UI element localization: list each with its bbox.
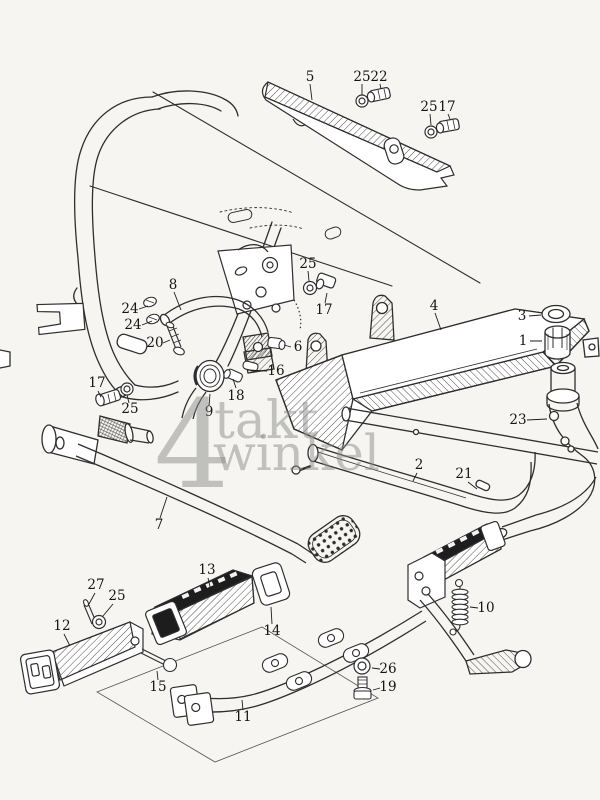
pin-21: [475, 479, 491, 492]
callout-2: 2: [415, 457, 424, 473]
callout-9: 9: [205, 404, 214, 420]
plate-part14: [251, 562, 291, 606]
callout-labels: 5 25 22 25 17 8 24 24 20 25 17 4 3 1 6 1…: [53, 69, 527, 725]
engine-mount-plate: [217, 244, 302, 331]
screw-24-upper: [143, 296, 157, 308]
callout-25-e: 25: [108, 588, 125, 604]
bar-bracket: [169, 684, 215, 726]
washer-25-left: [120, 382, 134, 396]
nut-6: [267, 336, 286, 351]
main-stand-part23: [490, 337, 600, 542]
footrest-rubber-part13: [145, 569, 255, 646]
bolt-17-top-right: [435, 118, 460, 134]
bolt-17-mid: [315, 272, 337, 290]
mount-tabs: [261, 628, 370, 691]
footrest-bar-part2: [291, 443, 536, 514]
stand-spring-part10: [449, 578, 469, 636]
callout-7: 7: [155, 517, 164, 533]
callout-13: 13: [198, 562, 215, 578]
callout-27: 27: [87, 577, 104, 593]
callout-26: 26: [379, 661, 396, 677]
callout-17-b: 17: [315, 302, 332, 318]
pin-20: [165, 321, 185, 356]
callout-22: 22: [370, 69, 387, 85]
washer-part3: [541, 304, 571, 324]
leader-lines: [63, 83, 548, 711]
bolt-17-left: [95, 389, 122, 407]
callout-16: 16: [267, 363, 284, 379]
brake-pedal-part7: [41, 415, 361, 564]
callout-17-a: 17: [438, 99, 455, 115]
callout-10: 10: [477, 600, 494, 616]
callout-23: 23: [509, 412, 526, 428]
washer-25-bottom: [91, 614, 107, 630]
callout-14: 14: [263, 623, 280, 639]
callout-20: 20: [146, 335, 163, 351]
stand-bracket: [407, 552, 446, 609]
callout-8: 8: [169, 277, 178, 293]
chain-guard-part5: [261, 81, 455, 191]
frame-bracket-left: [36, 302, 86, 336]
pin-15: [140, 648, 178, 673]
callout-19: 19: [379, 679, 396, 695]
side-stand-leg: [419, 593, 532, 675]
callout-5: 5: [306, 69, 315, 85]
callout-25-c: 25: [299, 256, 316, 272]
callout-25-d: 25: [121, 401, 138, 417]
callout-17-c: 17: [88, 375, 105, 391]
callout-1: 1: [519, 333, 528, 349]
watermark-word-takt: takt: [214, 391, 318, 451]
washer-25-top-right: [424, 125, 438, 139]
washer-25-top: [355, 94, 369, 108]
callout-24-b: 24: [124, 317, 141, 333]
callout-18: 18: [227, 388, 244, 404]
pivot-bushing-part9: [181, 359, 225, 420]
callout-12: 12: [53, 618, 70, 634]
bolt-22: [366, 87, 391, 103]
bolt-left-of-bar: [291, 464, 312, 475]
pivot-shaft-tube: [341, 406, 599, 465]
callout-15: 15: [149, 679, 166, 695]
callout-21: 21: [455, 466, 472, 482]
washer-26: [353, 657, 371, 675]
callout-11: 11: [234, 709, 251, 725]
callout-3: 3: [518, 308, 527, 324]
callout-6: 6: [294, 339, 303, 355]
callout-4: 4: [430, 298, 439, 314]
watermark-word-winkel: winkel: [213, 424, 380, 482]
washer-25-mid: [302, 280, 318, 296]
ground-plane-outline: [96, 626, 379, 763]
footrest-rubber-part12: [19, 621, 144, 695]
bolt-19: [353, 676, 372, 700]
callout-25-b: 25: [420, 99, 437, 115]
bushing-part1: [544, 325, 571, 360]
watermark: 4 takt winkel: [154, 374, 380, 516]
callout-24-a: 24: [121, 301, 138, 317]
callout-25-a: 25: [353, 69, 370, 85]
watermark-digit: 4: [154, 374, 232, 516]
bolt-18: [223, 368, 243, 383]
screw-24-lower: [146, 313, 160, 325]
